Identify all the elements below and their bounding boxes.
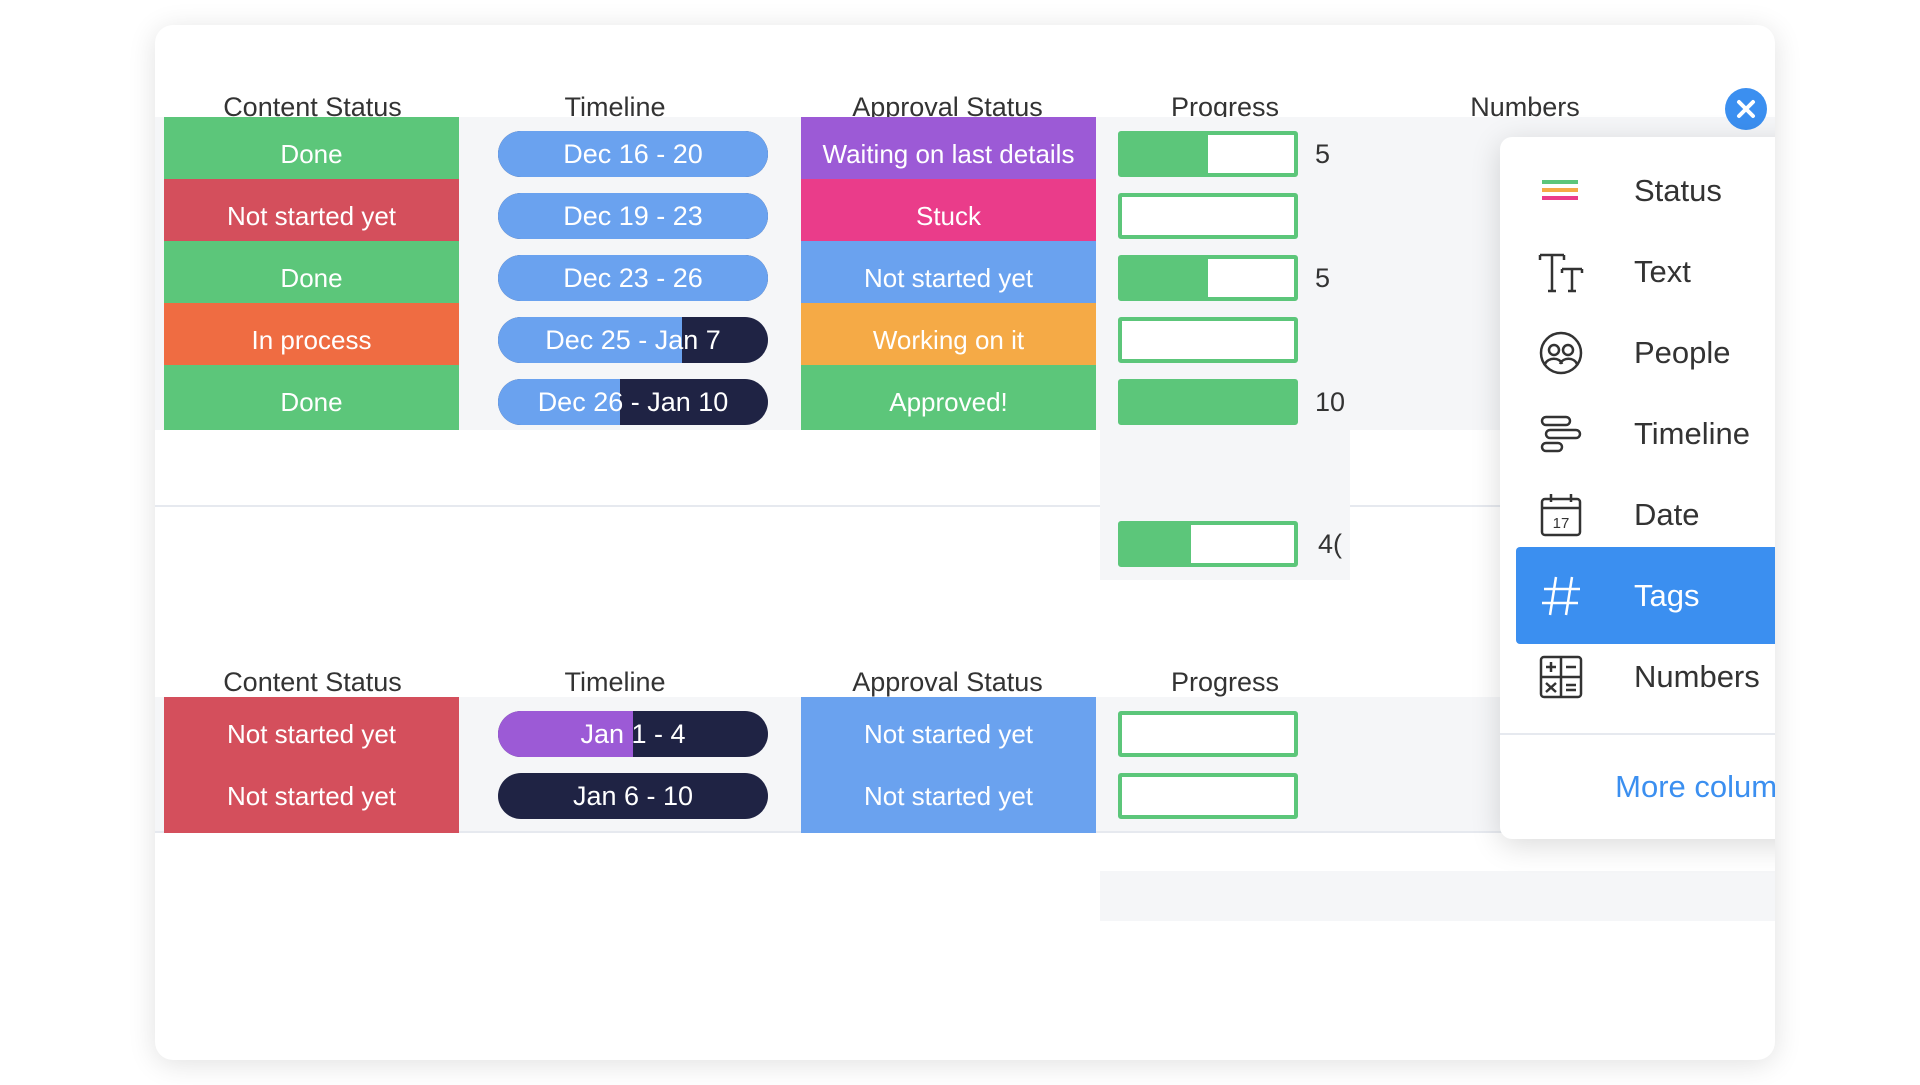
approval-status-cell[interactable]: Stuck — [801, 179, 1096, 253]
timeline-pill[interactable]: Jan 6 - 10 — [498, 773, 768, 819]
progress-bar — [1118, 711, 1298, 757]
content-status-cell[interactable]: Not started yet — [164, 697, 459, 771]
menu-item-label: Status — [1634, 173, 1722, 208]
content-status-cell[interactable]: In process — [164, 303, 459, 377]
progress-bar — [1118, 255, 1298, 301]
menu-item-timeline[interactable]: Timeline — [1516, 385, 1775, 482]
group1-summary: 4( — [155, 507, 1775, 581]
menu-item-tags[interactable]: Tags — [1516, 547, 1775, 644]
menu-item-status[interactable]: Status — [1516, 142, 1775, 239]
board: Content Status Timeline Approval Status … — [155, 25, 1775, 1060]
timeline-label: Jan 6 - 10 — [572, 781, 694, 811]
group1-divider — [155, 505, 1775, 507]
column-header-content-status-2[interactable]: Content Status — [223, 667, 402, 697]
number-cell[interactable]: 5 — [1315, 139, 1331, 169]
content-status-cell[interactable]: Not started yet — [164, 179, 459, 253]
progress-fill — [1122, 259, 1208, 297]
more-columns-link[interactable]: More columns — [1615, 769, 1775, 804]
people-icon — [1536, 328, 1586, 378]
menu-item-numbers[interactable]: Numbers — [1516, 628, 1775, 725]
content-status-cell[interactable]: Done — [164, 241, 459, 315]
timeline-pill[interactable]: Dec 23 - 26 — [498, 255, 768, 301]
menu-item-label: Numbers — [1634, 659, 1760, 694]
calculator-icon — [1536, 652, 1586, 702]
calendar-day-text: 17 — [1553, 515, 1570, 532]
timeline-label: Jan 1 - 4 — [580, 719, 686, 749]
column-header-approval-status-2[interactable]: Approval Status — [852, 667, 1043, 697]
content-status-cell[interactable]: Done — [164, 365, 459, 439]
progress-fill — [1122, 383, 1294, 421]
hash-icon — [1536, 571, 1586, 621]
approval-status-cell[interactable]: Approved! — [801, 365, 1096, 439]
progress-bar — [1118, 317, 1298, 363]
summary-progress-fill — [1122, 525, 1191, 563]
menu-item-people[interactable]: People — [1516, 304, 1775, 401]
timeline-pill[interactable]: Dec 16 - 20 — [498, 131, 768, 177]
content-status-cell[interactable]: Done — [164, 117, 459, 191]
timeline-progress-fill — [498, 317, 682, 363]
timeline-progress-fill — [498, 711, 633, 757]
timeline-label: Dec 26 - Jan 10 — [537, 387, 729, 417]
timeline-pill[interactable]: Dec 26 - Jan 10 — [498, 379, 768, 425]
timeline-progress-fill — [498, 379, 620, 425]
approval-status-cell[interactable]: Not started yet — [801, 759, 1096, 833]
content-status-cell[interactable]: Not started yet — [164, 759, 459, 833]
menu-divider — [1500, 733, 1775, 735]
progress-fill — [1122, 135, 1208, 173]
status-lines-icon — [1536, 166, 1586, 216]
menu-item-label: Text — [1634, 254, 1691, 289]
timeline-progress-fill — [498, 131, 768, 177]
menu-item-label: Date — [1634, 497, 1700, 532]
timeline-pill[interactable]: Dec 19 - 23 — [498, 193, 768, 239]
menu-item-date[interactable]: 17 Date — [1516, 466, 1775, 563]
summary-progress-bar — [1118, 521, 1298, 567]
timeline-pill[interactable]: Jan 1 - 4 — [498, 711, 768, 757]
menu-item-label: Tags — [1634, 578, 1700, 613]
summary-number: 4( — [1318, 529, 1343, 559]
menu-item-text[interactable]: Text — [1516, 223, 1775, 320]
timeline-label: Dec 23 - 26 — [563, 263, 703, 293]
column-header-progress-2[interactable]: Progress — [1170, 667, 1280, 697]
progress-bar — [1118, 379, 1298, 425]
text-tt-icon — [1536, 247, 1586, 297]
timeline-progress-fill — [498, 255, 768, 301]
progress-bar — [1118, 193, 1298, 239]
approval-status-cell[interactable]: Not started yet — [801, 241, 1096, 315]
column-header-timeline-2[interactable]: Timeline — [564, 667, 666, 697]
approval-status-cell[interactable]: Waiting on last details — [801, 117, 1096, 191]
progress-bar — [1118, 131, 1298, 177]
menu-item-label: Timeline — [1634, 416, 1750, 451]
timeline-icon — [1536, 409, 1586, 459]
timeline-label: Dec 16 - 20 — [563, 139, 703, 169]
number-cell[interactable]: 5 — [1315, 263, 1331, 293]
progress-bar — [1118, 773, 1298, 819]
number-cell[interactable]: 10 — [1315, 387, 1346, 417]
timeline-label: Dec 25 - Jan 7 — [545, 325, 721, 355]
group2-empty-row[interactable] — [1100, 871, 1775, 921]
menu-item-label: People — [1634, 335, 1731, 370]
approval-status-cell[interactable]: Not started yet — [801, 697, 1096, 771]
close-icon — [1737, 100, 1755, 118]
timeline-label: Dec 19 - 23 — [563, 201, 703, 231]
close-button[interactable] — [1725, 88, 1767, 130]
table-row: Not started yet Jan 6 - 10 Not started yet — [155, 759, 1775, 833]
timeline-progress-fill — [498, 193, 768, 239]
calendar-icon: 17 — [1536, 490, 1586, 540]
timeline-pill[interactable]: Dec 25 - Jan 7 — [498, 317, 768, 363]
approval-status-cell[interactable]: Working on it — [801, 303, 1096, 377]
